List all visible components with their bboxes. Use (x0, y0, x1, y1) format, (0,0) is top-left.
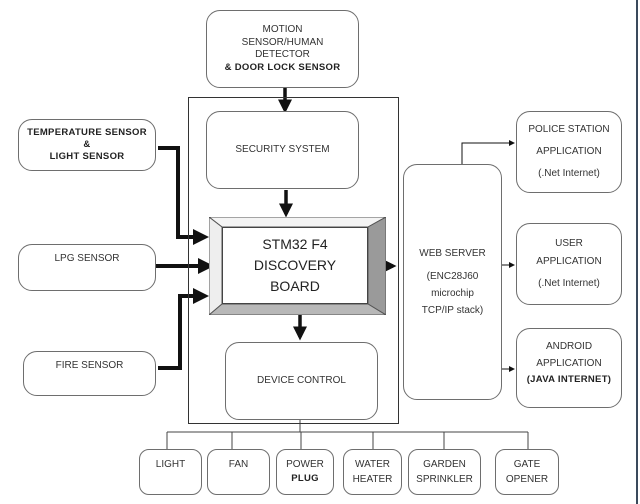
android-line-2: APPLICATION (536, 358, 602, 369)
board-face: STM32 F4 DISCOVERY BOARD (222, 227, 368, 304)
board-bevel-frame (209, 217, 386, 315)
police-line-3: (.Net Internet) (538, 168, 600, 179)
user-line-3: (.Net Internet) (538, 278, 600, 289)
user-line-1: USER (555, 238, 583, 249)
lpg-sensor-block: LPG SENSOR (18, 244, 156, 291)
webserver-line-3: microchip (431, 288, 474, 299)
device-control-block: DEVICE CONTROL (225, 342, 378, 420)
device-gate-opener-block: GATE OPENER (495, 449, 559, 495)
device-gate-line-2: OPENER (505, 474, 549, 485)
device-power-plug-block: POWER PLUG (276, 449, 334, 495)
fire-sensor-label: FIRE SENSOR (55, 360, 124, 371)
device-light-block: LIGHT (139, 449, 202, 495)
android-line-3: (JAVA INTERNET) (526, 374, 612, 385)
board-line-1: STM32 F4 (262, 236, 328, 252)
webserver-line-2: (ENC28J60 (426, 271, 479, 282)
device-gate-line-1: GATE (513, 459, 541, 470)
board-line-3: BOARD (270, 278, 320, 294)
webserver-line-4: TCP/IP stack) (421, 305, 484, 316)
fire-sensor-block: FIRE SENSOR (23, 351, 156, 396)
device-control-label: DEVICE CONTROL (257, 374, 346, 386)
police-station-app-block: POLICE STATION APPLICATION (.Net Interne… (516, 111, 622, 193)
police-line-2: APPLICATION (536, 146, 602, 157)
temperature-sensor-block: TEMPERATURE SENSOR & LIGHT SENSOR (18, 119, 156, 171)
device-light-label: LIGHT (155, 459, 186, 470)
motion-line-3: DETECTOR (255, 49, 310, 61)
web-server-block: WEB SERVER (ENC28J60 microchip TCP/IP st… (403, 164, 502, 400)
device-water-heater-block: WATER HEATER (343, 449, 402, 495)
arrow-webserver-to-police (461, 140, 515, 168)
device-plug-line-1: POWER (286, 459, 324, 470)
security-system-block: SECURITY SYSTEM (206, 111, 359, 189)
image-right-border (636, 0, 638, 504)
motion-sensor-block: MOTION SENSOR/HUMAN DETECTOR & DOOR LOCK… (206, 10, 359, 88)
webserver-line-1: WEB SERVER (419, 248, 486, 259)
device-garden-sprinkler-block: GARDEN SPRINKLER (408, 449, 481, 495)
motion-line-1: MOTION (262, 24, 303, 36)
police-line-1: POLICE STATION (528, 124, 610, 135)
device-fan-label: FAN (228, 459, 249, 470)
stm32-board-block: STM32 F4 DISCOVERY BOARD (209, 217, 386, 315)
device-sprinkler-line-2: SPRINKLER (416, 474, 473, 485)
user-line-2: APPLICATION (536, 256, 602, 267)
device-heater-line-2: HEATER (352, 474, 393, 485)
lpg-sensor-label: LPG SENSOR (54, 253, 120, 264)
controller-frame (188, 97, 399, 424)
device-plug-line-2: PLUG (291, 473, 319, 484)
board-line-2: DISCOVERY (253, 257, 337, 273)
user-app-block: USER APPLICATION (.Net Internet) (516, 223, 622, 305)
android-app-block: ANDROID APPLICATION (JAVA INTERNET) (516, 328, 622, 408)
device-sprinkler-line-1: GARDEN (423, 459, 466, 470)
temperature-line-2: & (83, 139, 91, 151)
device-fan-block: FAN (207, 449, 270, 495)
temperature-line-3: LIGHT SENSOR (49, 150, 125, 162)
motion-line-4: & DOOR LOCK SENSOR (224, 61, 341, 73)
temperature-line-1: TEMPERATURE SENSOR (27, 127, 147, 139)
security-system-label: SECURITY SYSTEM (235, 143, 330, 155)
device-heater-line-1: WATER (355, 459, 390, 470)
motion-line-2: SENSOR/HUMAN (241, 36, 324, 48)
arrow-temperature-to-board (158, 146, 209, 245)
android-line-1: ANDROID (545, 341, 593, 352)
arrow-fire-to-board (158, 288, 209, 370)
